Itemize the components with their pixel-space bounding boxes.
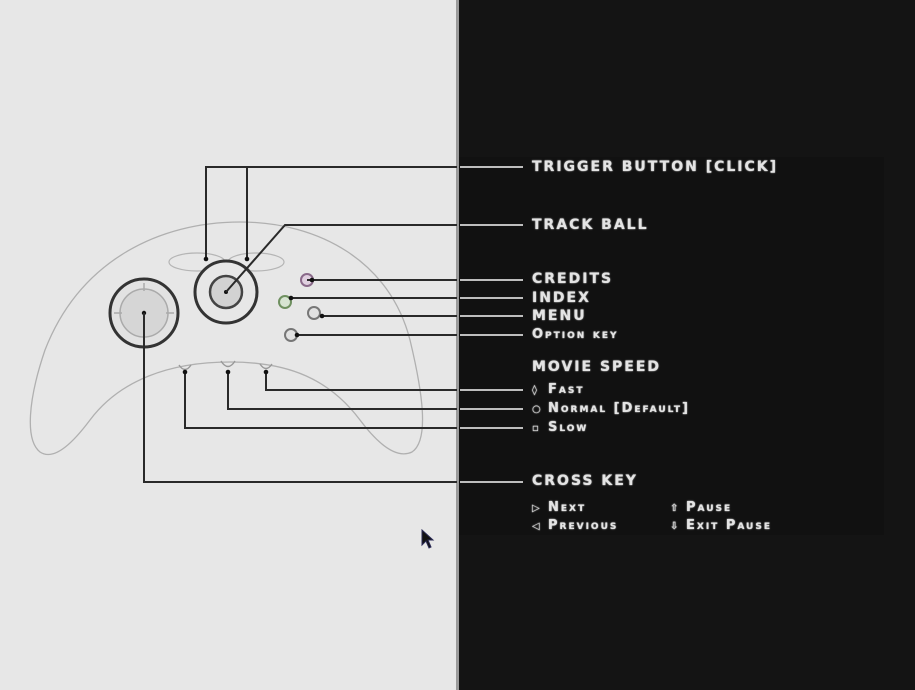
cross-key-previous-item: ◁ Previous (532, 519, 618, 532)
label-credits: CREDITS (532, 271, 614, 287)
legend-box (459, 157, 884, 535)
down-arrow-icon: ⇩ (670, 521, 679, 532)
label-movie-speed: MOVIE SPEED (532, 359, 662, 375)
label-cross-key: CROSS KEY (532, 473, 638, 489)
next-arrow-icon: ▷ (532, 503, 540, 514)
previous-arrow-icon: ◁ (532, 521, 540, 532)
speed-fast-button[interactable] (259, 363, 273, 370)
up-arrow-icon: ⇧ (670, 503, 679, 514)
index-button[interactable] (278, 295, 292, 309)
cross-key-next-item: ▷ Next (532, 501, 586, 514)
panel-divider (456, 0, 459, 690)
speed-fast-label: Fast (548, 382, 585, 397)
fast-icon: ◊ (532, 385, 537, 396)
label-menu: MENU (532, 308, 587, 324)
diagram-panel (0, 0, 458, 690)
label-option-key: Option key (532, 327, 619, 342)
cross-key-exit-pause-label: Exit Pause (686, 518, 772, 533)
speed-slow-item: ▫ Slow (532, 421, 588, 434)
cross-key-pause-label: Pause (686, 500, 733, 515)
speed-slow-button[interactable] (178, 364, 192, 371)
speed-normal-label: Normal [Default] (548, 401, 690, 416)
speed-slow-label: Slow (548, 420, 589, 435)
label-track-ball: TRACK BALL (532, 217, 649, 233)
normal-icon: ○ (532, 404, 541, 415)
label-index: INDEX (532, 290, 591, 306)
speed-normal-item: ○ Normal [Default] (532, 402, 690, 415)
speed-normal-button[interactable] (220, 360, 236, 368)
cross-key-next-label: Next (548, 500, 587, 515)
menu-button[interactable] (307, 306, 321, 320)
cross-key-exit-pause-item: ⇩ Exit Pause (670, 519, 772, 532)
mouse-cursor-icon (421, 529, 435, 549)
slow-icon: ▫ (532, 423, 539, 434)
leader-lines-dark (143, 166, 457, 483)
cross-key-previous-label: Previous (548, 518, 619, 533)
label-trigger-button: TRIGGER BUTTON [CLICK] (532, 159, 779, 175)
leader-lines-light (460, 166, 523, 483)
cross-key-pause-item: ⇧ Pause (670, 501, 732, 514)
controller-outline (29, 221, 424, 455)
speed-fast-item: ◊ Fast (532, 383, 584, 396)
